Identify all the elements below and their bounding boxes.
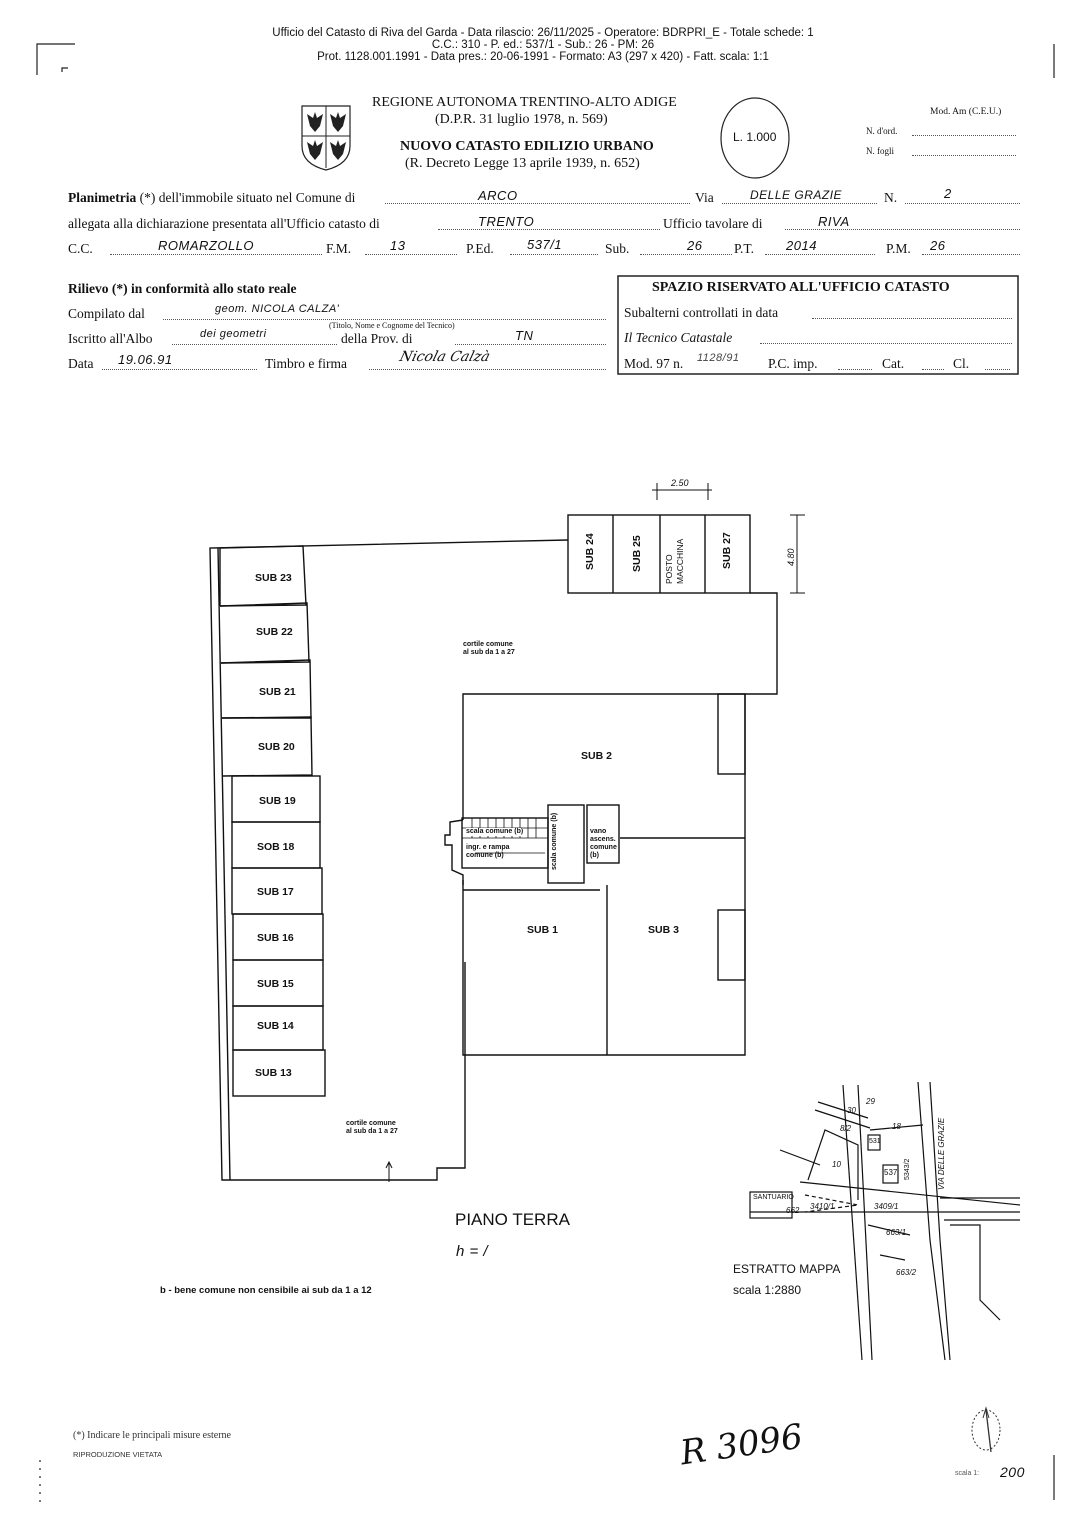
scale-label: scala 1:: [955, 1470, 980, 1477]
revenue-stamp: L. 1.000: [733, 130, 777, 144]
decree-reference: (R. Decreto Legge 13 aprile 1939, n. 652…: [405, 156, 640, 171]
release-header-line2: C.C.: 310 - P. ed.: 537/1 - Sub.: 26 - P…: [431, 39, 655, 51]
map-parcel-label: 662: [786, 1206, 800, 1215]
cat-label: Cat.: [882, 356, 905, 371]
map-parcel-label: 5343/2: [904, 1158, 911, 1180]
n-ord-label: N. d'ord.: [866, 126, 898, 136]
map-scale: scala 1:2880: [733, 1283, 802, 1297]
map-title: ESTRATTO MAPPA: [733, 1262, 841, 1276]
map-parcel-label: 29: [866, 1097, 875, 1106]
pm-label: P.M.: [886, 241, 911, 256]
fm-label: F.M.: [326, 241, 352, 256]
map-parcel-label: 663/2: [896, 1268, 917, 1277]
sub-value: 26: [687, 238, 703, 253]
map-parcel-label: 531: [869, 1138, 881, 1145]
map-parcel-label: 8/2: [840, 1124, 852, 1133]
tecnico-label: Il Tecnico Catastale: [624, 330, 733, 345]
dpr-reference: (D.P.R. 31 luglio 1978, n. 569): [435, 112, 608, 127]
pm-value: 26: [930, 238, 946, 253]
dimension-width: 2.50: [671, 478, 689, 488]
release-header-line1: Ufficio del Catasto di Riva del Garda - …: [272, 27, 814, 39]
map-parcel-label: 18: [892, 1122, 901, 1131]
prov-value: TN: [515, 328, 534, 343]
planimetria-label: Planimetria (*) dell'immobile situato ne…: [68, 190, 356, 205]
floor-title: PIANO TERRA: [455, 1210, 570, 1229]
pc-imp-label: P.C. imp.: [768, 356, 818, 371]
ped-value: 537/1: [527, 237, 563, 252]
allegata-label: allegata alla dichiarazione presentata a…: [68, 216, 380, 231]
mod97-value: 1128/91: [697, 352, 740, 364]
compilato-hint: (Titolo, Nome e Cognome del Tecnico): [329, 321, 455, 330]
compilato-value: geom. NICOLA CALZA': [215, 303, 340, 315]
unit-label: SUB 20: [258, 741, 295, 753]
release-header-line3: Prot. 1128.001.1991 - Data pres.: 20-06-…: [317, 51, 769, 63]
unit-label: SUB 21: [259, 686, 296, 698]
height-note: h = /: [456, 1243, 489, 1260]
map-parcel-label: SANTUARIO: [753, 1194, 794, 1201]
pt-value: 2014: [786, 238, 817, 253]
unit-label: SOB 18: [257, 841, 295, 853]
prov-label: della Prov. di: [341, 331, 413, 346]
unit-label: SUB 13: [255, 1067, 292, 1079]
data-value: 19.06.91: [118, 352, 173, 367]
compilato-label: Compilato dal: [68, 306, 145, 321]
riservato-title: SPAZIO RISERVATO ALL'UFFICIO CATASTO: [652, 280, 950, 295]
unit-label: SUB 23: [255, 572, 292, 584]
tavolare-label: Ufficio tavolare di: [663, 216, 763, 231]
map-street-label: VIA DELLE GRAZIE: [937, 1117, 946, 1190]
n-value: 2: [944, 186, 952, 201]
data-label: Data: [68, 356, 94, 371]
via-label: Via: [695, 190, 714, 205]
subalterni-label: Subalterni controllati in data: [624, 305, 779, 320]
map-parcel-label: 3409/1: [874, 1202, 899, 1211]
map-parcel-label: 3410/1: [810, 1202, 835, 1211]
map-parcel-label: 10: [832, 1160, 841, 1169]
unit-label: SUB 19: [259, 795, 296, 807]
sub-label: Sub.: [605, 241, 630, 256]
map-parcel-label: 663/1: [886, 1228, 907, 1237]
cc-label: C.C.: [68, 241, 93, 256]
albo-label: Iscritto all'Albo: [68, 331, 153, 346]
unit-label: SUB 22: [256, 626, 293, 638]
region-title: REGIONE AUTONOMA TRENTINO-ALTO ADIGE: [372, 95, 677, 110]
scale-value: 200: [1000, 1464, 1025, 1480]
cl-label: Cl.: [953, 356, 970, 371]
ufficio-catasto-value: TRENTO: [478, 214, 535, 229]
rilievo-title: Rilievo (*) in conformità allo stato rea…: [68, 281, 297, 296]
via-value: DELLE GRAZIE: [750, 188, 843, 202]
unit-label: SUB 14: [257, 1020, 294, 1032]
stair-label: scala comune (b): [466, 828, 524, 836]
unit-label: SUB 3: [648, 924, 679, 936]
unit-label: SUB 17: [257, 886, 294, 898]
tavolare-value: RIVA: [818, 214, 850, 229]
footnote: (*) Indicare le principali misure estern…: [73, 1430, 231, 1441]
catasto-title: NUOVO CATASTO EDILIZIO URBANO: [400, 139, 654, 154]
ped-label: P.Ed.: [466, 241, 494, 256]
model-code: Mod. Am (C.E.U.): [930, 107, 1002, 117]
unit-label: SUB 2: [581, 750, 612, 762]
reproduction-notice: RIPRODUZIONE VIETATA: [73, 1450, 163, 1459]
n-label: N.: [884, 190, 898, 205]
fm-value: 13: [390, 238, 406, 253]
unit-label: SUB 15: [257, 978, 294, 990]
legend-note: b - bene comune non censibile ai sub da …: [160, 1285, 372, 1296]
cc-value: ROMARZOLLO: [158, 238, 255, 253]
firma-label: Timbro e firma: [265, 356, 347, 371]
pt-label: P.T.: [734, 241, 755, 256]
map-parcel-label: 537: [884, 1168, 898, 1177]
unit-label: SUB 16: [257, 932, 294, 944]
map-parcel-label: 30: [847, 1106, 856, 1115]
comune-value: ARCO: [478, 188, 518, 203]
albo-value: dei geometri: [200, 328, 267, 340]
mod97-label: Mod. 97 n.: [624, 356, 684, 371]
unit-label: SUB 1: [527, 924, 558, 936]
n-fogli-label: N. fogli: [866, 146, 894, 156]
